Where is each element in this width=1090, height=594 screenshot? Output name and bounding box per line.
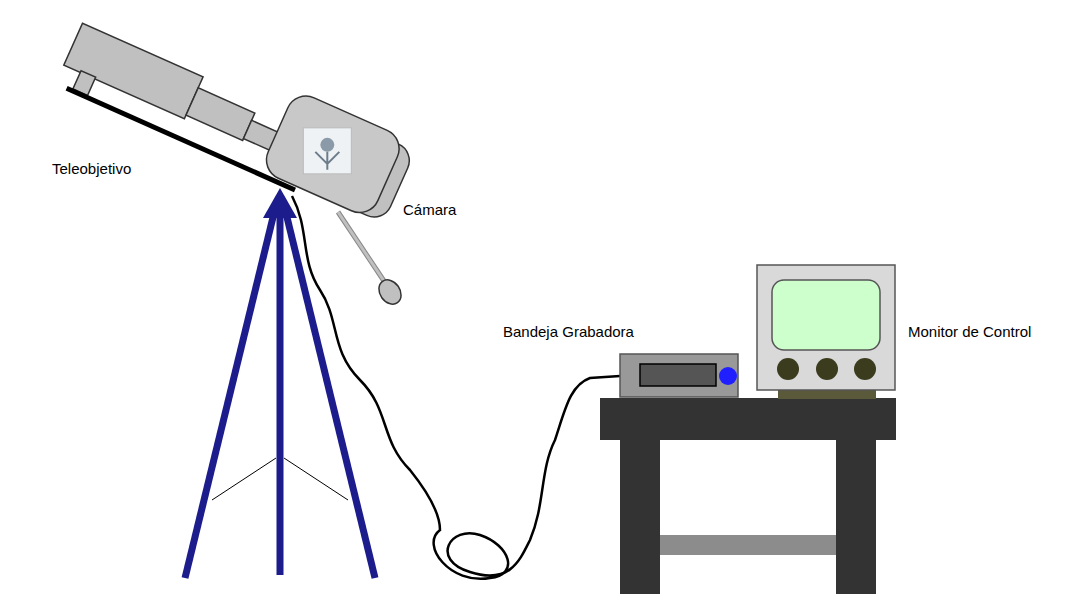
recorder <box>620 354 738 397</box>
table <box>600 398 896 594</box>
camera <box>56 0 419 228</box>
monitor <box>757 265 895 399</box>
part-label: Teleobjetivo <box>52 160 131 178</box>
cable <box>292 196 620 579</box>
tripod <box>185 188 375 578</box>
part-label: Bandeja Grabadora <box>503 323 634 341</box>
part-label: Cámara <box>403 201 456 219</box>
part-label: Monitor de Control <box>908 323 1031 341</box>
